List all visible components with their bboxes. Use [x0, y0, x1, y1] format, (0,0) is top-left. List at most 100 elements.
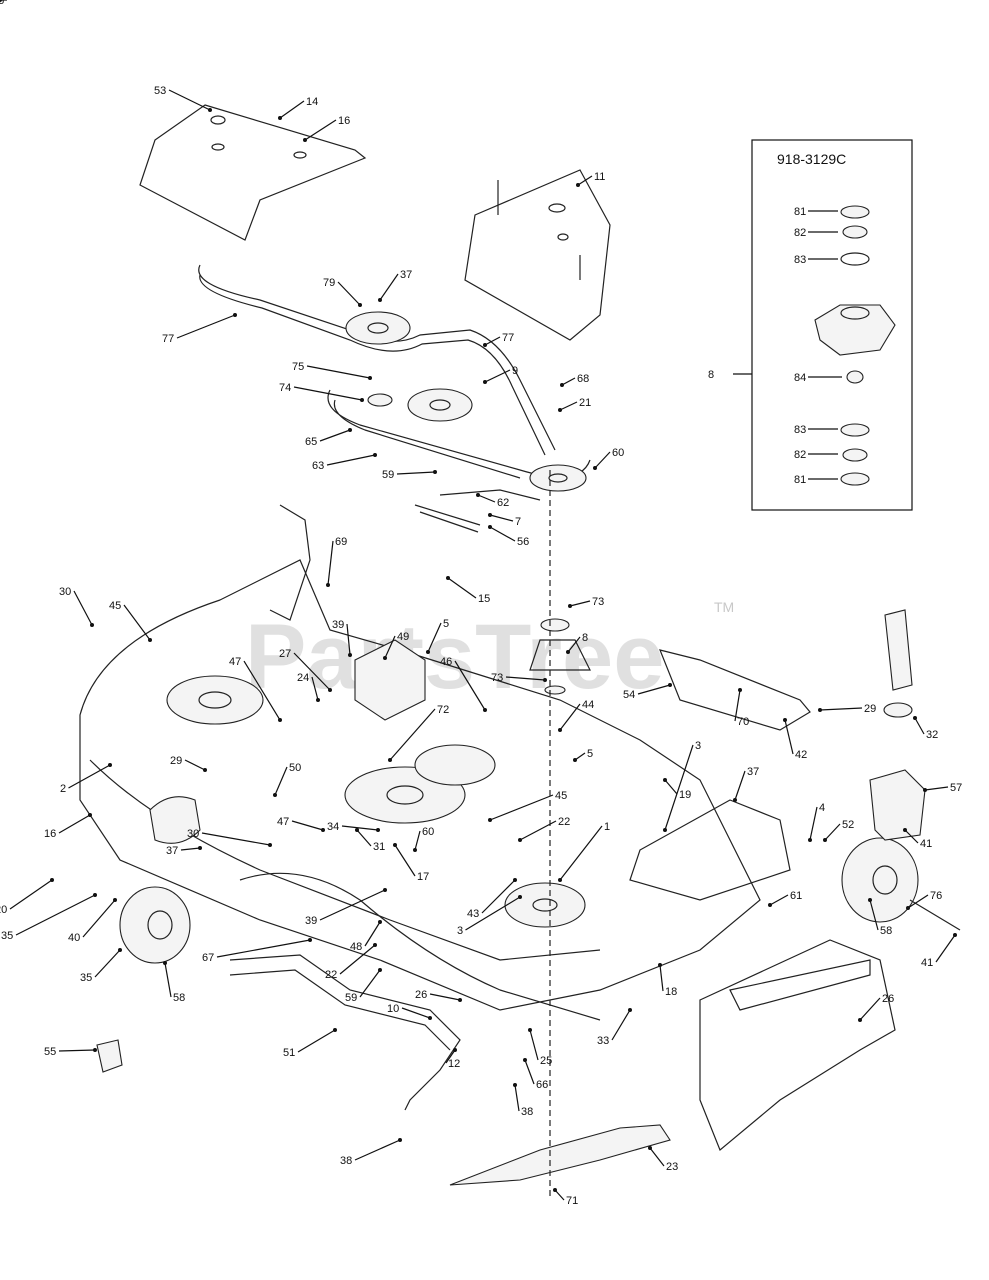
callout-arrowhead — [476, 493, 480, 497]
callout-arrowhead — [388, 758, 392, 762]
callout-arrowhead — [113, 898, 117, 902]
callout-arrowhead — [518, 895, 522, 899]
callout-57: 57 — [950, 782, 962, 794]
kit-number: 918-3129C — [777, 151, 846, 167]
callout-leader — [346, 623, 351, 656]
callout-21: 21 — [579, 397, 591, 409]
callout-arrowhead — [383, 888, 387, 892]
callout-arrowhead — [376, 828, 380, 832]
callout-leader — [574, 752, 586, 761]
callout-leader — [326, 454, 376, 466]
callout-54: 54 — [623, 689, 635, 701]
callout-arrowhead — [488, 513, 492, 517]
callout-leader — [659, 964, 664, 992]
callout-arrowhead — [783, 718, 787, 722]
callout-arrowhead — [733, 798, 737, 802]
callout-73: 73 — [491, 672, 503, 684]
callout-leader — [454, 660, 486, 711]
kit-item: 81 — [794, 474, 806, 486]
callout-40: 40 — [68, 932, 80, 944]
callout-arrowhead — [903, 828, 907, 832]
callout-leader — [567, 636, 581, 653]
callout-arrowhead — [198, 846, 202, 850]
callout-leader — [914, 717, 925, 735]
callout-leader — [337, 281, 361, 306]
callout-leader — [489, 514, 514, 522]
callout-63: 63 — [312, 460, 324, 472]
callout-58: 58 — [880, 925, 892, 937]
callout-arrowhead — [88, 813, 92, 817]
callout-55: 55 — [44, 1046, 56, 1058]
callout-leader — [414, 830, 421, 851]
callout-14: 14 — [306, 96, 318, 108]
callout-leader — [569, 600, 591, 607]
callout-leader — [306, 365, 371, 379]
callout-23: 23 — [666, 1161, 678, 1173]
callout-68: 68 — [577, 373, 589, 385]
callout-18: 18 — [665, 986, 677, 998]
callout-leader — [82, 899, 116, 938]
callout-arrowhead — [483, 708, 487, 712]
callout-arrowhead — [328, 688, 332, 692]
callout-29: 29 — [170, 755, 182, 767]
callout-arrowhead — [923, 788, 927, 792]
callout-leader — [184, 759, 206, 771]
callout-arrowhead — [278, 116, 282, 120]
callout-59: 59 — [382, 469, 394, 481]
callout-arrowhead — [316, 698, 320, 702]
callout-leader — [359, 969, 381, 998]
callout-arrowhead — [428, 1016, 432, 1020]
kit-box: 918-3129C 8 81 82 83 84 83 82 81 — [708, 139, 913, 511]
callout-leader — [311, 676, 319, 701]
callout-leader — [176, 314, 236, 339]
callout-arrowhead — [868, 898, 872, 902]
callout-9: 9 — [512, 365, 518, 377]
callout-leader — [484, 336, 501, 346]
callout-25: 25 — [540, 1055, 552, 1067]
callout-77: 77 — [162, 333, 174, 345]
callout-leader — [168, 89, 211, 111]
callout-arrowhead — [273, 793, 277, 797]
callout-38: 38 — [521, 1106, 533, 1118]
callout-arrowhead — [913, 716, 917, 720]
callout-leader — [819, 707, 863, 711]
callout-30: 30 — [59, 586, 71, 598]
callout-22: 22 — [325, 969, 337, 981]
kit-callouts: 81 82 83 84 83 82 81 — [794, 206, 842, 486]
callout-73: 73 — [592, 596, 604, 608]
callout-leader — [319, 889, 386, 921]
callout-leader — [243, 660, 281, 721]
callout-arrowhead — [906, 906, 910, 910]
callout-arrowhead — [558, 728, 562, 732]
callout-arrowhead — [560, 383, 564, 387]
callout-leader — [293, 652, 331, 691]
callout-43: 43 — [467, 908, 479, 920]
callout-72: 72 — [437, 704, 449, 716]
callout-leader — [529, 1029, 539, 1061]
callout-leader — [297, 1029, 336, 1053]
callout-arrowhead — [413, 848, 417, 852]
callout-48: 48 — [350, 941, 362, 953]
callout-arrowhead — [513, 1083, 517, 1087]
callout-leader — [465, 896, 521, 931]
callout-leader — [594, 451, 611, 469]
callout-66: 66 — [536, 1079, 548, 1091]
callout-49: 49 — [397, 631, 409, 643]
callout-arrowhead — [953, 933, 957, 937]
callout-38: 38 — [340, 1155, 352, 1167]
callout-arrowhead — [523, 1058, 527, 1062]
callout-65: 65 — [305, 436, 317, 448]
callout-leader — [519, 820, 557, 841]
callout-44: 44 — [582, 699, 594, 711]
callout-arrowhead — [278, 718, 282, 722]
callout-10: 10 — [387, 1003, 399, 1015]
callout-77: 77 — [502, 332, 514, 344]
callout-leader — [559, 825, 603, 881]
callout-leader — [514, 1084, 520, 1112]
callout-arrowhead — [576, 183, 580, 187]
callout-leader — [924, 786, 949, 791]
callout-arrowhead — [393, 843, 397, 847]
callout-leader — [384, 635, 396, 659]
callout-leader — [364, 921, 381, 947]
callout-leader — [824, 823, 841, 841]
